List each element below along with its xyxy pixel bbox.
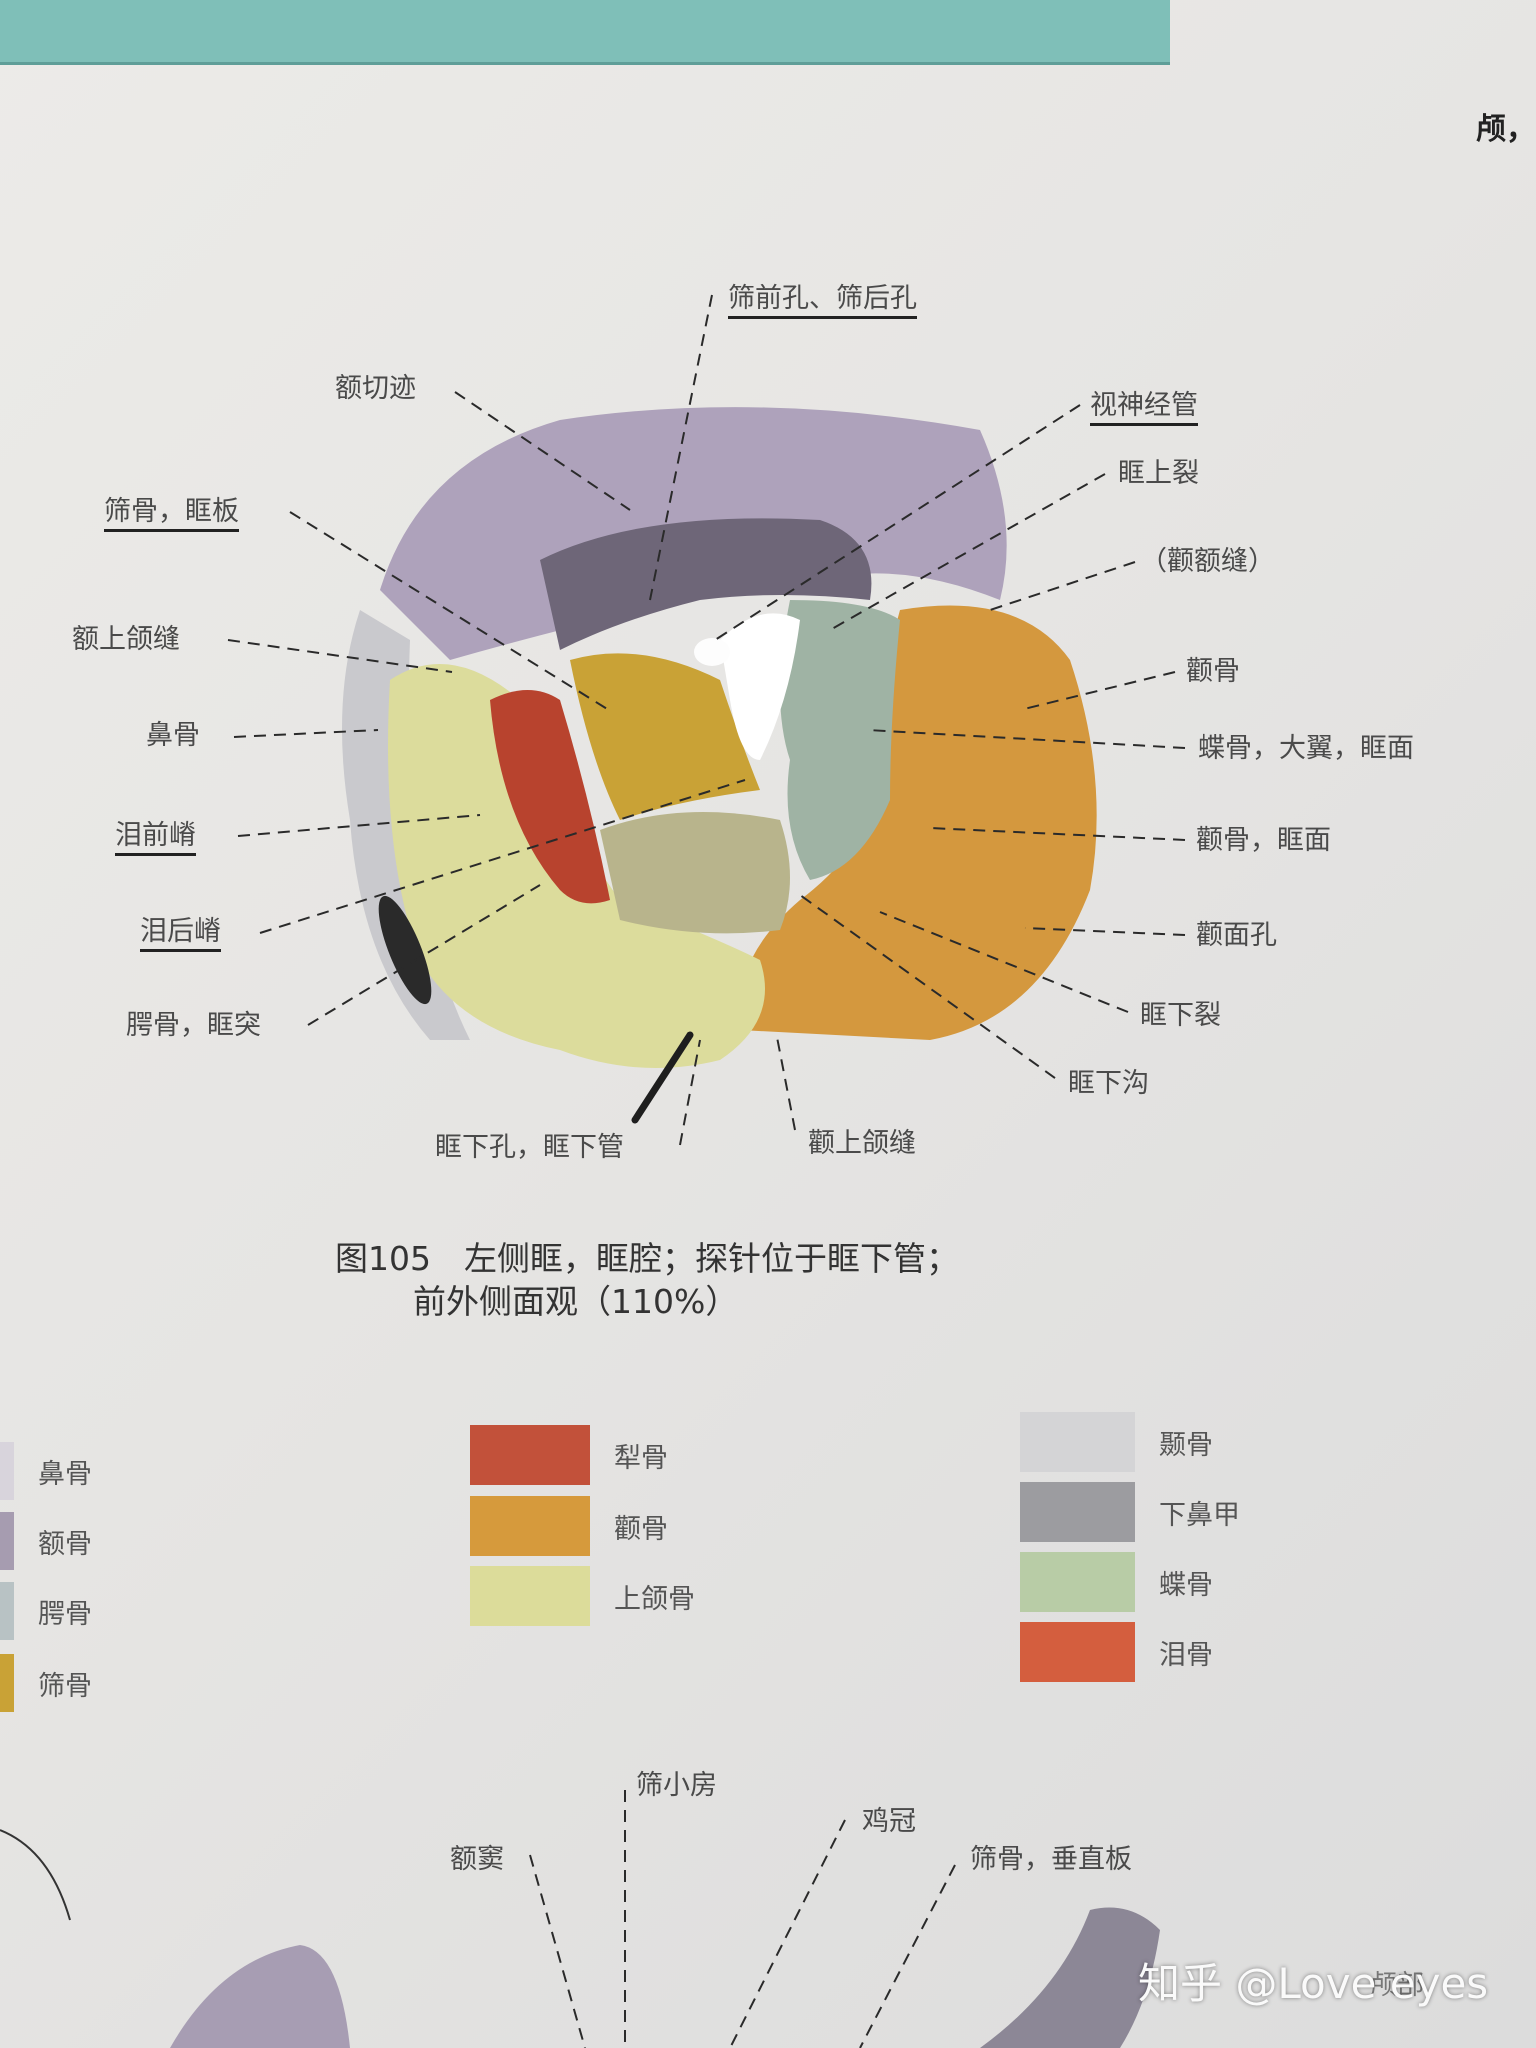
label-infraorbital-groove: 眶下沟: [1068, 1068, 1149, 1099]
probe: [631, 1031, 694, 1124]
legend-item: 蝶骨: [1020, 1552, 1213, 1612]
label-crista-galli: 鸡冠: [862, 1806, 916, 1837]
legend-item: 上颌骨: [470, 1566, 695, 1626]
label-nasal-bone: 鼻骨: [146, 720, 200, 751]
legend-label: 颧骨: [614, 1513, 668, 1545]
legend-swatch: [0, 1654, 14, 1712]
label-zygomaticofrontal-suture: （颧额缝）: [1140, 546, 1275, 577]
legend-item: 鼻骨: [0, 1442, 92, 1500]
legend-label: 犁骨: [614, 1442, 668, 1474]
label-ethmoid-foramina: 筛前孔、筛后孔: [728, 285, 917, 319]
nasal-dark-opening: [378, 895, 432, 1005]
legend-label: 颞骨: [1159, 1429, 1213, 1461]
label-ethmoid-cells: 筛小房: [636, 1770, 717, 1801]
label-anterior-lacrimal-crest: 泪前嵴: [115, 822, 196, 856]
label-frontal-notch: 额切迹: [335, 373, 416, 404]
legend-item: 颞骨: [1020, 1412, 1213, 1472]
label-frontal-sinus: 额窦: [450, 1844, 504, 1875]
legend-item: 腭骨: [0, 1582, 92, 1640]
label-infraorbital-foramen-canal: 眶下孔，眶下管: [435, 1132, 624, 1163]
label-sphenoid-greater-wing: 蝶骨，大翼，眶面: [1198, 733, 1414, 764]
legend-label: 泪骨: [1159, 1639, 1213, 1671]
corner-label: 颅部: [1370, 1970, 1424, 2001]
caption-line-2: 前外侧面观（110%）: [413, 1281, 739, 1321]
frontal-bone-inner: [540, 518, 872, 650]
optic-canal-opening: [694, 638, 730, 666]
label-palatine-orbital-process: 腭骨，眶突: [126, 1010, 261, 1041]
legend-swatch: [470, 1425, 590, 1485]
legend-swatch: [1020, 1412, 1135, 1472]
legend-swatch: [470, 1566, 590, 1626]
legend-item: 泪骨: [1020, 1622, 1213, 1682]
legend-label: 鼻骨: [38, 1458, 92, 1490]
caption-line-1: 图105 左侧眶，眶腔；探针位于眶下管；: [335, 1239, 959, 1278]
sphenoid-bone: [780, 600, 900, 880]
legend-item: 犁骨: [470, 1425, 668, 1485]
ethmoid-plate: [570, 653, 760, 820]
legend-swatch: [0, 1512, 14, 1570]
label-frontomaxillary-suture: 额上颌缝: [72, 624, 180, 655]
legend-item: 筛骨: [0, 1654, 92, 1712]
legend-item: 额骨: [0, 1512, 92, 1570]
zygomatic-bone: [738, 605, 1097, 1040]
bottom-leader-lines: [529, 1790, 956, 2048]
legend-swatch: [470, 1496, 590, 1556]
label-superior-orbital-fissure: 眶上裂: [1118, 458, 1199, 489]
leader-lines: [227, 294, 1186, 1146]
watermark: 知乎 @Love eyes: [1138, 1959, 1489, 2008]
legend-label: 额骨: [38, 1528, 92, 1560]
label-zygomatic-bone: 颧骨: [1186, 656, 1240, 687]
legend-label: 筛骨: [38, 1670, 92, 1702]
header-color-band: [0, 0, 1170, 65]
legend-label: 下鼻甲: [1159, 1499, 1240, 1531]
label-zygomaticofacial-foramen: 颧面孔: [1196, 920, 1277, 951]
figure-caption: 图105 左侧眶，眶腔；探针位于眶下管； 前外侧面观（110%）: [335, 1238, 959, 1324]
legend-item: 下鼻甲: [1020, 1482, 1240, 1542]
label-ethmoid-orbital-plate: 筛骨，眶板: [104, 498, 239, 532]
legend-swatch: [0, 1442, 14, 1500]
label-optic-canal: 视神经管: [1090, 392, 1198, 426]
label-perpendicular-plate: 筛骨，垂直板: [970, 1844, 1132, 1875]
legend-swatch: [1020, 1482, 1135, 1542]
corner-heading: 颅，: [1476, 112, 1536, 147]
legend-label: 上颌骨: [614, 1583, 695, 1615]
legend-item: 颧骨: [470, 1496, 668, 1556]
legend-label: 蝶骨: [1159, 1569, 1213, 1601]
orbit-bones: [342, 407, 1097, 1124]
label-posterior-lacrimal-crest: 泪后嵴: [140, 918, 221, 952]
orbit-floor: [600, 812, 790, 934]
legend-label: 腭骨: [38, 1598, 92, 1630]
lacrimal-bone: [490, 690, 610, 904]
label-zygomaticomaxillary-suture: 颧上颌缝: [808, 1128, 916, 1159]
legend-swatch: [1020, 1552, 1135, 1612]
bottom-skull-section: [0, 1829, 1160, 2048]
label-zygomatic-orbital-surface: 颧骨，眶面: [1196, 825, 1331, 856]
legend-swatch: [0, 1582, 14, 1640]
orbit-fissure: [720, 613, 800, 760]
label-inferior-orbital-fissure: 眶下裂: [1140, 1000, 1221, 1031]
legend-swatch: [1020, 1622, 1135, 1682]
